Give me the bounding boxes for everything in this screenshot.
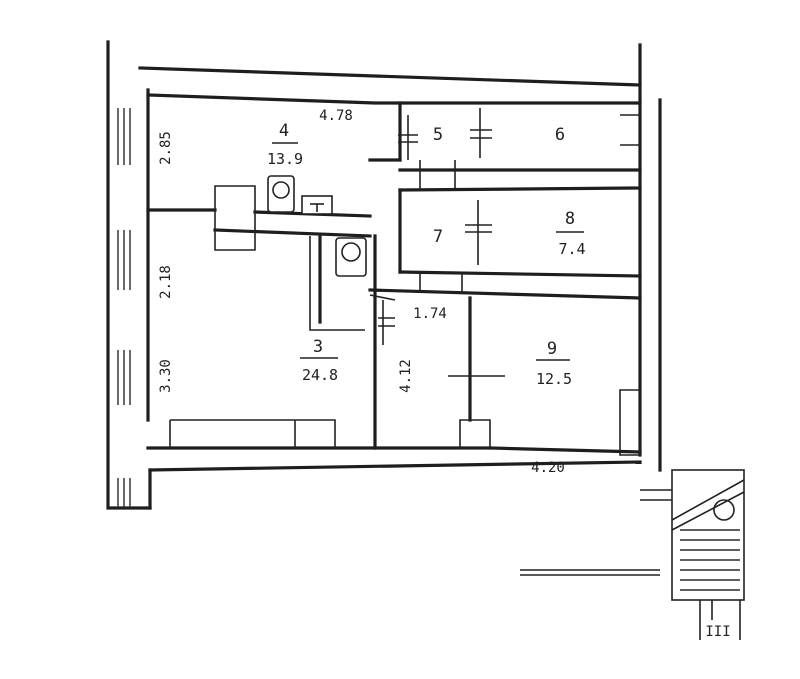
dimension-top-width: 4.78 xyxy=(319,108,353,124)
toilet-fixture-upper xyxy=(267,175,295,213)
room-area: 13.9 xyxy=(267,150,303,168)
dimension-corridor-width: 1.74 xyxy=(413,306,447,322)
room-number: 8 xyxy=(565,209,575,229)
room-area: 7.4 xyxy=(558,240,585,258)
interior-walls xyxy=(146,101,642,456)
room-7-label: 7 xyxy=(433,227,443,247)
room-number: 3 xyxy=(313,337,323,357)
room-5-label: 5 xyxy=(433,125,443,145)
room-6-label: 6 xyxy=(555,125,565,145)
dimension-bottom-width: 4.20 xyxy=(531,460,565,476)
stairwell xyxy=(520,469,745,640)
dimension-left-low: 3.30 xyxy=(158,359,174,393)
exterior-walls xyxy=(106,40,662,510)
door-marks xyxy=(378,108,505,377)
stair-label: III xyxy=(705,624,730,640)
room-number: 9 xyxy=(547,339,557,359)
dimension-left-mid: 2.18 xyxy=(158,265,174,299)
room-number: 4 xyxy=(279,121,289,141)
toilet-fixture-lower xyxy=(335,237,367,277)
dimension-left-top: 2.85 xyxy=(158,131,174,165)
room-area: 24.8 xyxy=(302,366,338,384)
left-window-hatching xyxy=(117,108,131,508)
dimension-corridor-height: 4.12 xyxy=(398,359,414,393)
room-8-label: 8 7.4 xyxy=(556,209,586,258)
room-area: 12.5 xyxy=(536,370,572,388)
room-4-label: 4 13.9 xyxy=(267,121,303,168)
room-9-label: 9 12.5 xyxy=(536,339,572,388)
room-3-label: 3 24.8 xyxy=(300,337,338,384)
sink-fixture-upper xyxy=(301,195,333,215)
